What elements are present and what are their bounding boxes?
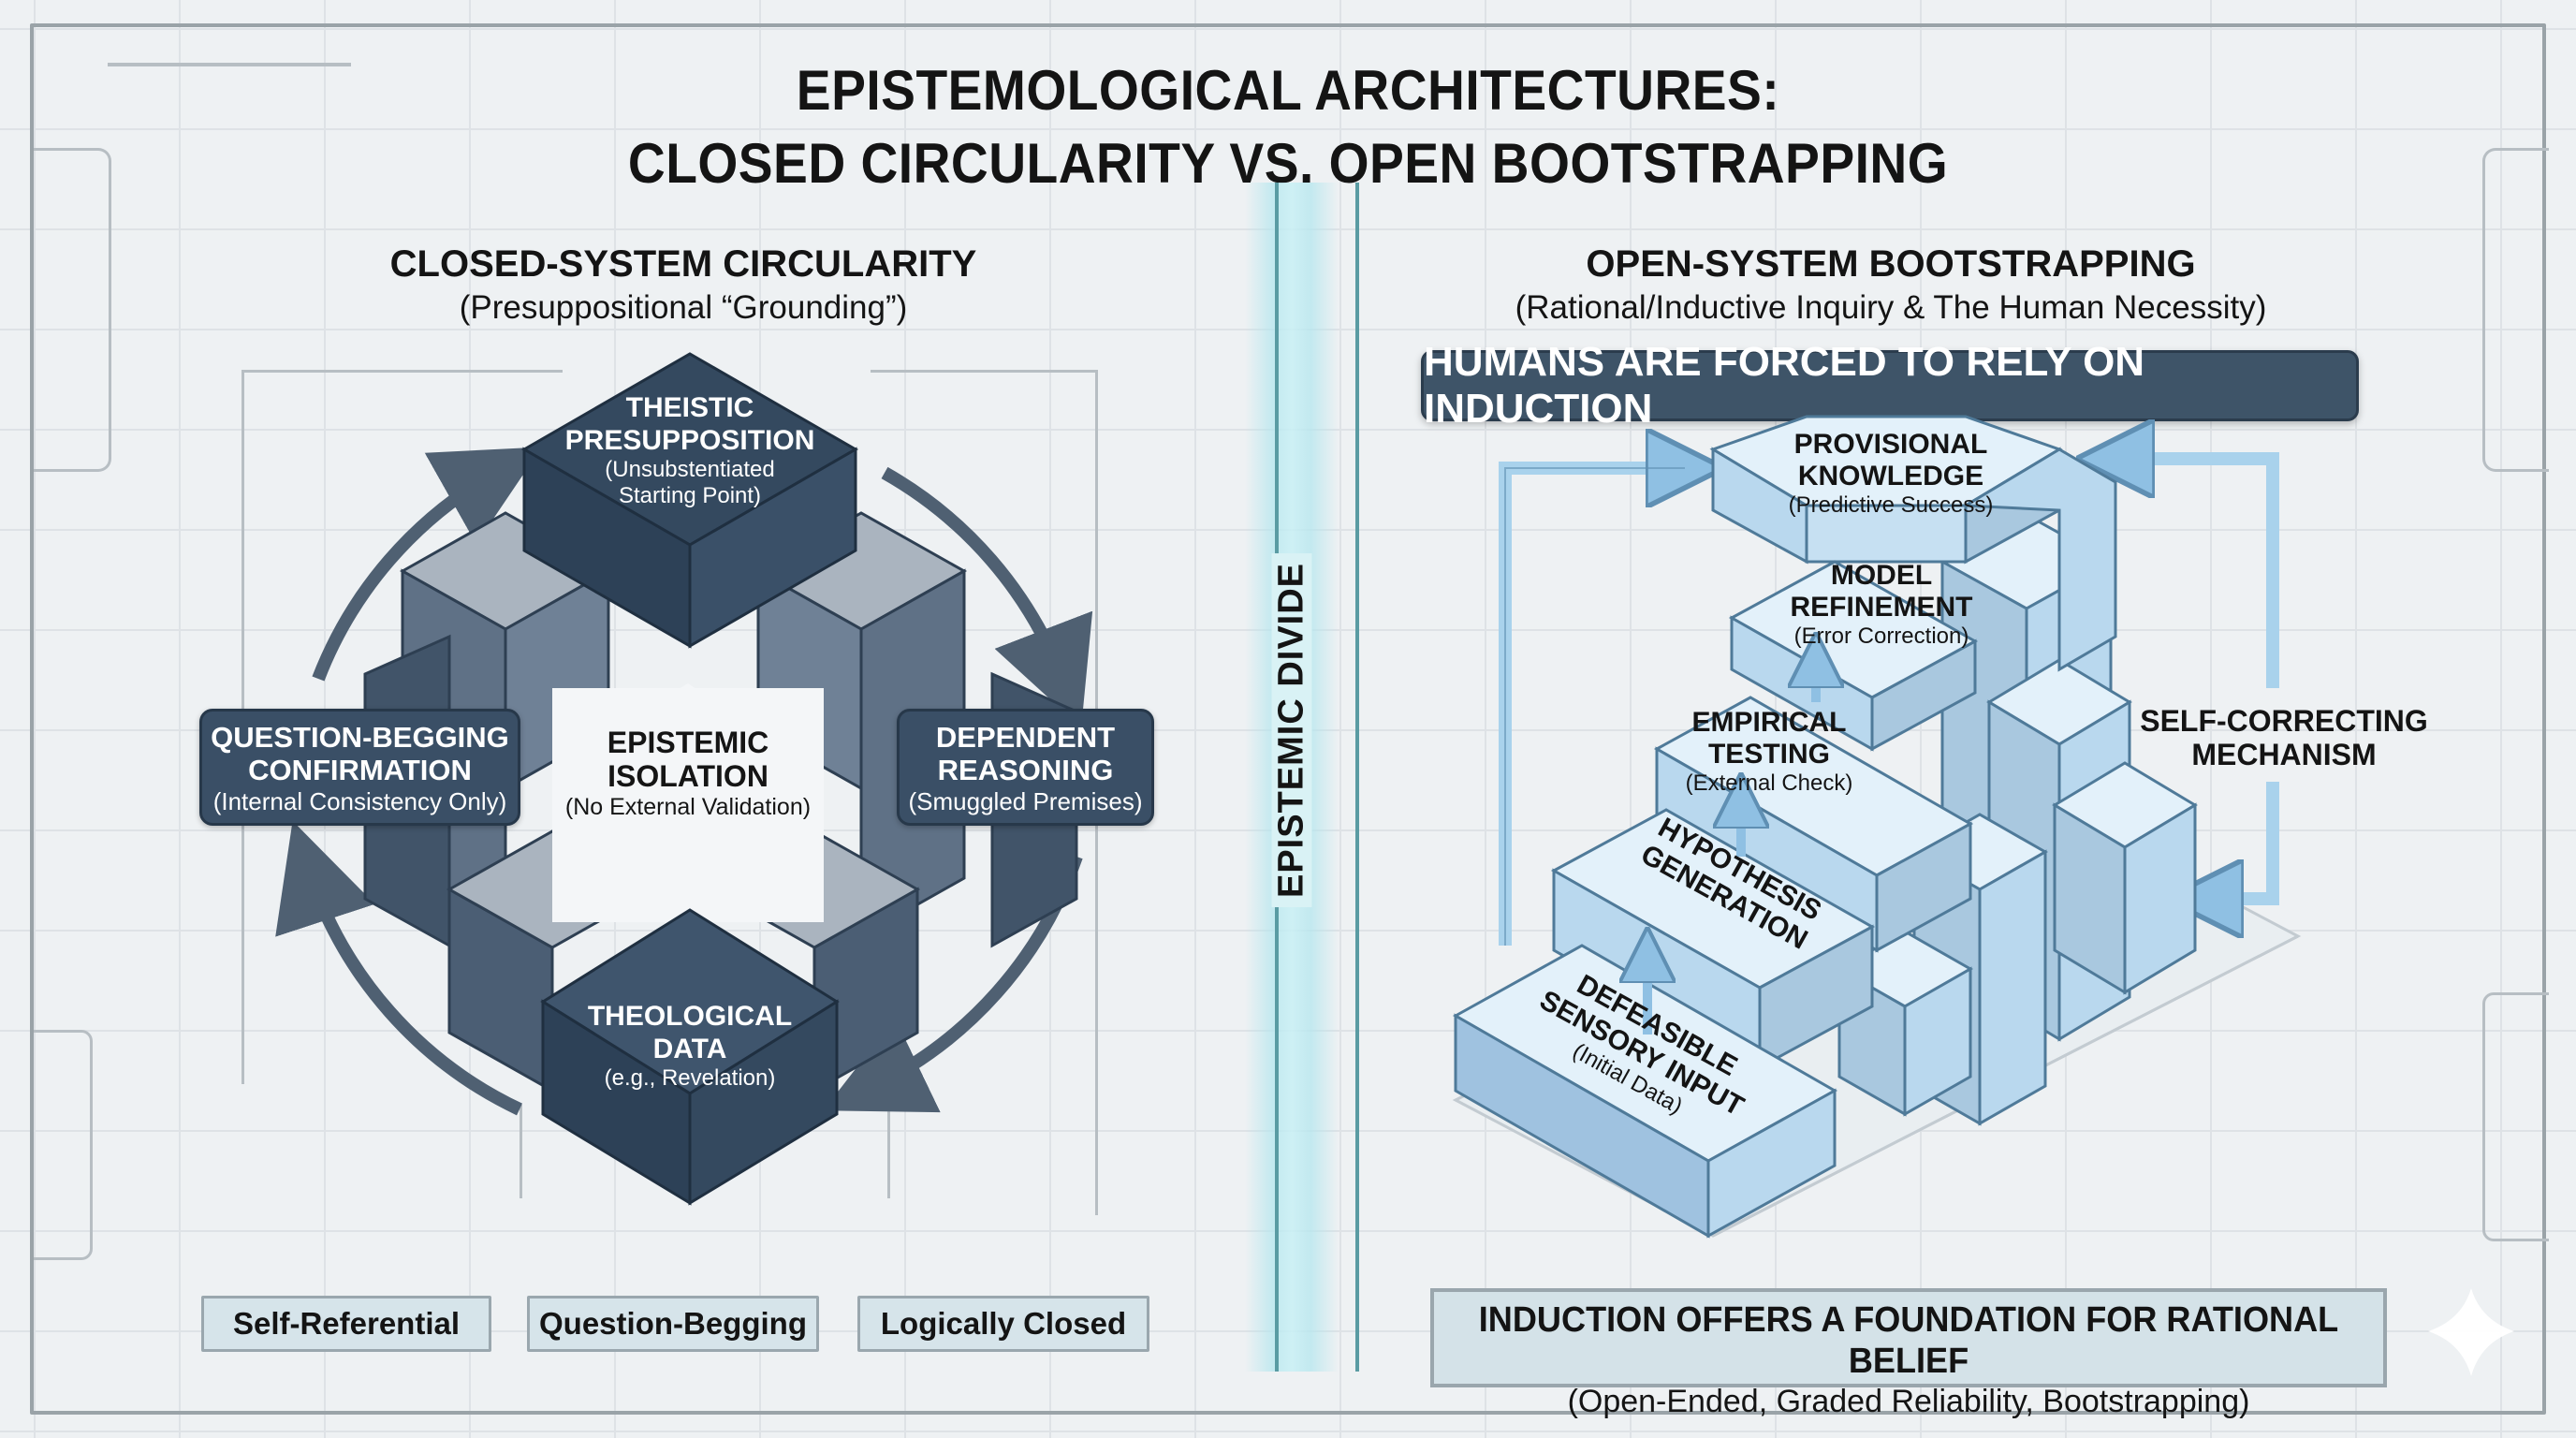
left-section-subtitle: (Presuppositional “Grounding”) bbox=[459, 289, 908, 326]
decor-line-top-left bbox=[108, 63, 351, 66]
node-theistic-presupposition: THEISTIC PRESUPPOSITION (Unsubstentiated… bbox=[549, 391, 830, 509]
center-epistemic-isolation: EPISTEMIC ISOLATION (No External Validat… bbox=[548, 726, 828, 821]
step4-title-2: REFINEMENT bbox=[1790, 592, 1973, 623]
footer-subtitle: (Open-Ended, Graded Reliability, Bootstr… bbox=[1567, 1384, 2250, 1419]
node-bottom-title-2: DATA bbox=[652, 1034, 727, 1064]
self-correcting-mechanism-label: SELF-CORRECTING MECHANISM bbox=[2125, 704, 2443, 771]
node-question-begging-confirmation: QUESTION-BEGGING CONFIRMATION (Internal … bbox=[199, 709, 520, 826]
step4-title-1: MODEL bbox=[1830, 560, 1933, 591]
node-right-sub-1: (Smuggled Premises) bbox=[908, 787, 1143, 815]
node-top-title-2: PRESUPPOSITION bbox=[564, 425, 815, 456]
self-correcting-line2: MECHANISM bbox=[2191, 738, 2377, 771]
node-bottom-title-1: THEOLOGICAL bbox=[587, 1001, 793, 1032]
right-section-subtitle: (Rational/Inductive Inquiry & The Human … bbox=[1515, 289, 2267, 326]
right-section-header: OPEN-SYSTEM BOOTSTRAPPING (Rational/Indu… bbox=[1423, 241, 2359, 329]
step5-title-2: KNOWLEDGE bbox=[1797, 461, 1984, 492]
node-left-title-2: CONFIRMATION bbox=[248, 754, 472, 786]
footer-title: INDUCTION OFFERS A FOUNDATION FOR RATION… bbox=[1478, 1300, 2339, 1381]
pillar-back-3 bbox=[2052, 761, 2198, 995]
self-correcting-line1: SELF-CORRECTING bbox=[2140, 704, 2428, 738]
left-section-header: CLOSED-SYSTEM CIRCULARITY (Presuppositio… bbox=[309, 241, 1058, 329]
tag-question-begging: Question-Begging bbox=[527, 1296, 819, 1352]
tag-logically-closed: Logically Closed bbox=[857, 1296, 1149, 1352]
center-title-1: EPISTEMIC bbox=[607, 726, 769, 759]
decor-bracket-right bbox=[2482, 148, 2549, 472]
node-top-title-1: THEISTIC bbox=[625, 392, 754, 423]
induction-banner: HUMANS ARE FORCED TO RELY ON INDUCTION bbox=[1421, 339, 2359, 432]
decor-bracket-left bbox=[34, 148, 111, 472]
feedback-arrow-right-top bbox=[2115, 459, 2279, 688]
label-model-refinement: MODEL REFINEMENT (Error Correction) bbox=[1741, 560, 2022, 650]
node-right-title-1: DEPENDENT bbox=[935, 721, 1116, 754]
cycle-arrow-bottom-left bbox=[275, 820, 522, 1116]
center-title-2: ISOLATION bbox=[607, 759, 768, 793]
outer-frame bbox=[30, 23, 2546, 1415]
node-top-sub-1: (Unsubstentiated bbox=[605, 457, 775, 482]
center-sub-1: (No External Validation) bbox=[564, 794, 812, 820]
cube-top bbox=[520, 352, 859, 649]
step3-title-1: EMPIRICAL bbox=[1691, 707, 1847, 738]
node-right-title-2: REASONING bbox=[937, 754, 1114, 786]
decor-bracket-right-low bbox=[2482, 992, 2549, 1241]
step5-title-1: PROVISIONAL bbox=[1793, 429, 1988, 460]
step-provisional-knowledge bbox=[1709, 415, 2117, 672]
node-top-sub-2: Starting Point) bbox=[618, 483, 762, 508]
step4-sub: (Error Correction) bbox=[1793, 624, 1969, 649]
divider-line-right bbox=[1355, 183, 1359, 1372]
node-left-sub-1: (Internal Consistency Only) bbox=[212, 787, 507, 815]
tag-self-referential: Self-Referential bbox=[201, 1296, 491, 1352]
page-title: EPISTEMOLOGICAL ARCHITECTURES: CLOSED CI… bbox=[103, 54, 2473, 200]
page-title-line1: EPISTEMOLOGICAL ARCHITECTURES: bbox=[796, 59, 1780, 122]
decor-bracket-left-low bbox=[34, 1030, 93, 1260]
induction-foundation-box: INDUCTION OFFERS A FOUNDATION FOR RATION… bbox=[1430, 1288, 2387, 1419]
left-section-title: CLOSED-SYSTEM CIRCULARITY bbox=[389, 243, 977, 285]
label-empirical-testing: EMPIRICAL TESTING (External Check) bbox=[1629, 707, 1910, 797]
feedback-arrow-right-bottom bbox=[2204, 782, 2279, 899]
cube-bottom bbox=[540, 908, 840, 1206]
node-dependent-reasoning: DEPENDENT REASONING (Smuggled Premises) bbox=[897, 709, 1154, 826]
node-left-title-1: QUESTION-BEGGING bbox=[211, 721, 509, 754]
node-bottom-sub-1: (e.g., Revelation) bbox=[604, 1065, 776, 1091]
cycle-arrow-top-right bbox=[881, 466, 1093, 728]
decor-corner-bottom bbox=[520, 1105, 890, 1198]
step-defeasible-sensory-input bbox=[1452, 944, 1838, 1239]
label-provisional-knowledge: PROVISIONAL KNOWLEDGE (Predictive Succes… bbox=[1750, 429, 2031, 519]
step5-sub: (Predictive Success) bbox=[1788, 492, 1994, 518]
center-panel bbox=[552, 688, 824, 922]
node-theological-data: THEOLOGICAL DATA (e.g., Revelation) bbox=[549, 1000, 830, 1092]
cycle-arrow-top-left bbox=[312, 447, 542, 682]
step3-title-2: TESTING bbox=[1707, 739, 1830, 770]
step3-sub: (External Check) bbox=[1685, 770, 1853, 796]
right-section-title: OPEN-SYSTEM BOOTSTRAPPING bbox=[1586, 243, 2196, 285]
